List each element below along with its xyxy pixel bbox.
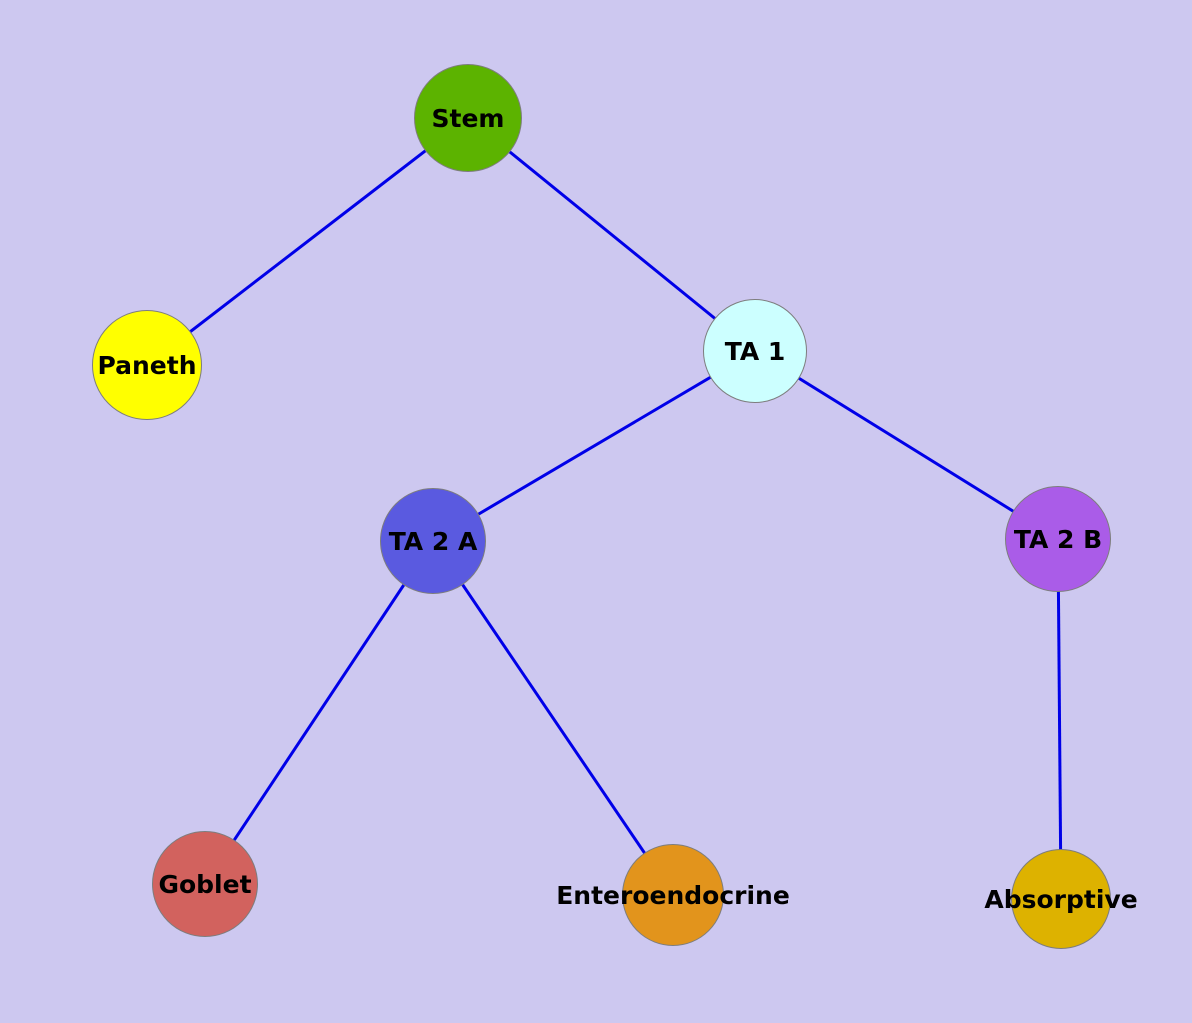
edge-stem-to-ta-1: [467, 116, 756, 353]
node-label-ta-1: TA 1: [724, 336, 786, 366]
node-label-stem: Stem: [431, 103, 505, 133]
node-enteroendocrine[interactable]: Enteroendocrine: [556, 844, 790, 946]
node-label-goblet: Goblet: [158, 869, 252, 899]
node-paneth[interactable]: Paneth: [92, 310, 202, 420]
node-label-paneth: Paneth: [97, 350, 197, 380]
edge-ta-2-a-to-enteroendocrine: [431, 540, 675, 896]
node-goblet[interactable]: Goblet: [152, 831, 258, 937]
node-stem[interactable]: Stem: [414, 64, 522, 172]
edge-ta-2-a-to-goblet: [203, 540, 435, 885]
node-label-ta-2-a: TA 2 A: [388, 526, 478, 556]
node-absorptive[interactable]: Absorptive: [984, 849, 1138, 949]
node-label-ta-2-b: TA 2 B: [1013, 524, 1103, 554]
node-ta-2-a[interactable]: TA 2 A: [380, 488, 486, 594]
edge-ta-2-b-to-absorptive: [1056, 538, 1063, 900]
node-ta-2-b[interactable]: TA 2 B: [1005, 486, 1111, 592]
node-ta-1[interactable]: TA 1: [703, 299, 807, 403]
edge-ta-1-to-ta-2-b: [754, 349, 1059, 541]
edge-ta-1-to-ta-2-a: [432, 349, 756, 543]
edge-stem-to-paneth: [146, 116, 469, 367]
